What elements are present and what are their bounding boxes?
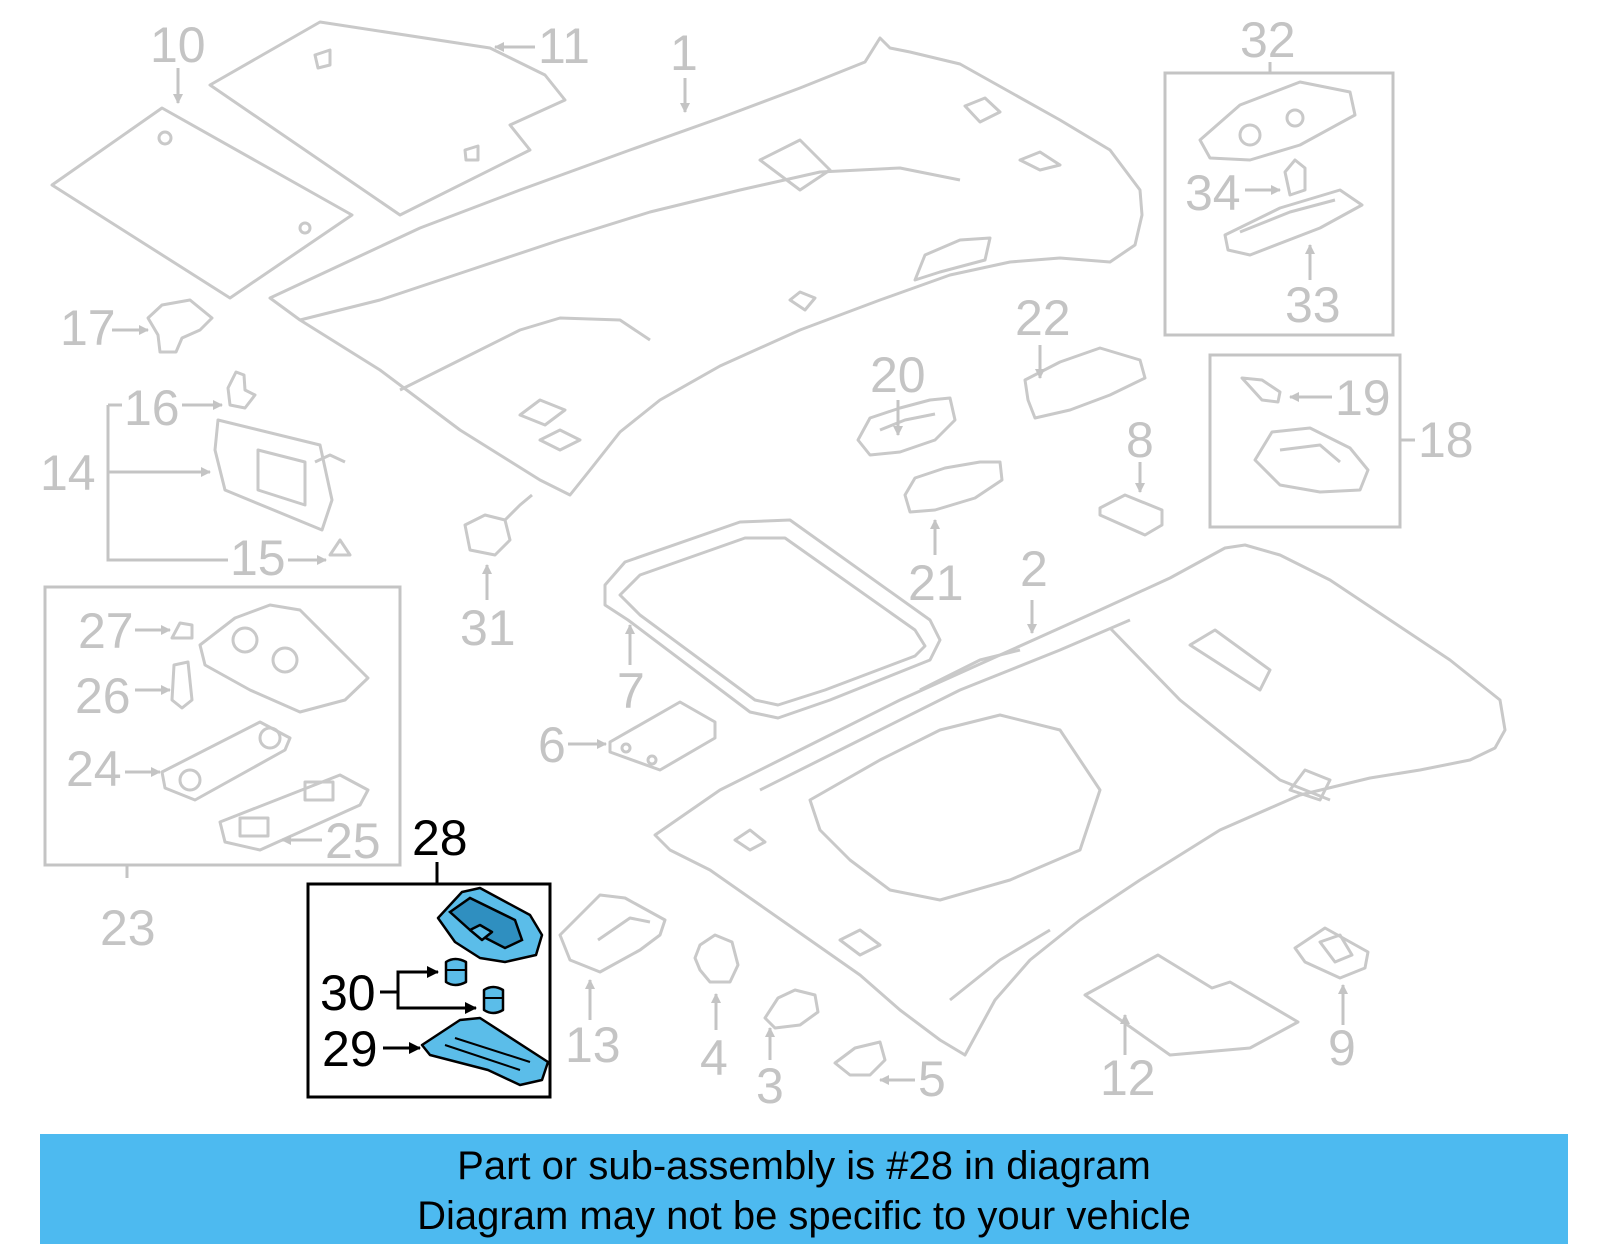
label-3: 3 — [756, 1058, 784, 1114]
lens-29-highlighted — [420, 1016, 550, 1087]
leader-30-upper — [380, 966, 439, 994]
group-box-28 — [306, 882, 552, 1099]
banner-line-1: Part or sub-assembly is #28 in diagram — [457, 1144, 1151, 1188]
console-28-highlighted — [436, 886, 544, 964]
bulb-30-lower — [482, 985, 505, 1015]
label-16: 16 — [124, 380, 180, 436]
label-11: 11 — [538, 18, 590, 74]
clip-27 — [170, 621, 194, 640]
group-box-32 — [1163, 71, 1395, 337]
label-4: 4 — [700, 1030, 728, 1086]
bracket-22 — [1023, 346, 1147, 420]
clip-4 — [693, 933, 740, 984]
label-29: 29 — [322, 1021, 378, 1077]
group-box-23 — [43, 585, 402, 867]
label-32: 32 — [1240, 12, 1296, 68]
insulation-panel-11 — [208, 20, 567, 217]
bulb-34 — [1283, 158, 1307, 197]
label-17: 17 — [60, 300, 116, 356]
bulb-26 — [170, 660, 194, 710]
label-13: 13 — [565, 1017, 621, 1073]
label-8: 8 — [1126, 412, 1154, 468]
label-6: 6 — [538, 717, 566, 773]
headliner-lower — [653, 543, 1507, 1057]
label-25: 25 — [325, 813, 381, 869]
lens-25 — [218, 773, 370, 852]
bracket-9 — [1293, 926, 1370, 980]
label-26: 26 — [75, 668, 131, 724]
sunroof-frame-7 — [603, 518, 942, 720]
bracket-13 — [558, 893, 667, 974]
label-18: 18 — [1418, 412, 1474, 468]
bracket-14 — [106, 405, 228, 562]
label-10: 10 — [150, 17, 206, 73]
label-22: 22 — [1015, 290, 1071, 346]
console-32 — [1198, 80, 1357, 162]
clip-16 — [226, 370, 257, 410]
label-24: 24 — [66, 741, 122, 797]
lens-33 — [1223, 188, 1364, 257]
label-30: 30 — [320, 965, 376, 1021]
label-9: 9 — [1328, 1020, 1356, 1076]
bulb-19 — [1240, 376, 1282, 404]
insulation-panel-12 — [1083, 953, 1300, 1057]
label-7: 7 — [617, 663, 645, 719]
label-21: 21 — [908, 555, 964, 611]
bulb-30-upper — [444, 957, 468, 987]
sun-visor-14 — [213, 418, 346, 532]
label-12: 12 — [1100, 1050, 1156, 1106]
clip-17 — [146, 298, 214, 354]
label-28: 28 — [412, 810, 468, 866]
grab-handle-20 — [856, 396, 957, 457]
label-20: 20 — [870, 347, 926, 403]
console-23 — [198, 603, 370, 714]
label-5: 5 — [918, 1051, 946, 1107]
plate-6 — [608, 700, 717, 772]
lens-8 — [1098, 493, 1164, 537]
info-banner: Part or sub-assembly is #28 in diagram D… — [40, 1134, 1568, 1244]
banner-line-2: Diagram may not be specific to your vehi… — [417, 1194, 1191, 1238]
label-2: 2 — [1020, 541, 1048, 597]
label-33: 33 — [1285, 277, 1341, 333]
grab-handle-21 — [903, 460, 1004, 514]
label-27: 27 — [78, 603, 134, 659]
label-14: 14 — [40, 445, 96, 501]
clip-15 — [328, 538, 352, 557]
bracket-3 — [763, 988, 820, 1030]
label-34: 34 — [1185, 165, 1241, 221]
label-19: 19 — [1335, 370, 1391, 426]
label-15: 15 — [230, 530, 286, 586]
bracket-5 — [833, 1040, 887, 1077]
insulation-panel-10 — [50, 106, 354, 300]
leader-30-lower — [396, 992, 477, 1014]
lens-24 — [160, 720, 292, 802]
label-1: 1 — [670, 25, 698, 81]
lamp-18 — [1253, 426, 1370, 494]
label-31: 31 — [460, 600, 516, 656]
lamp-31 — [463, 493, 533, 557]
label-23: 23 — [100, 900, 156, 956]
headliner-upper — [268, 36, 1144, 497]
